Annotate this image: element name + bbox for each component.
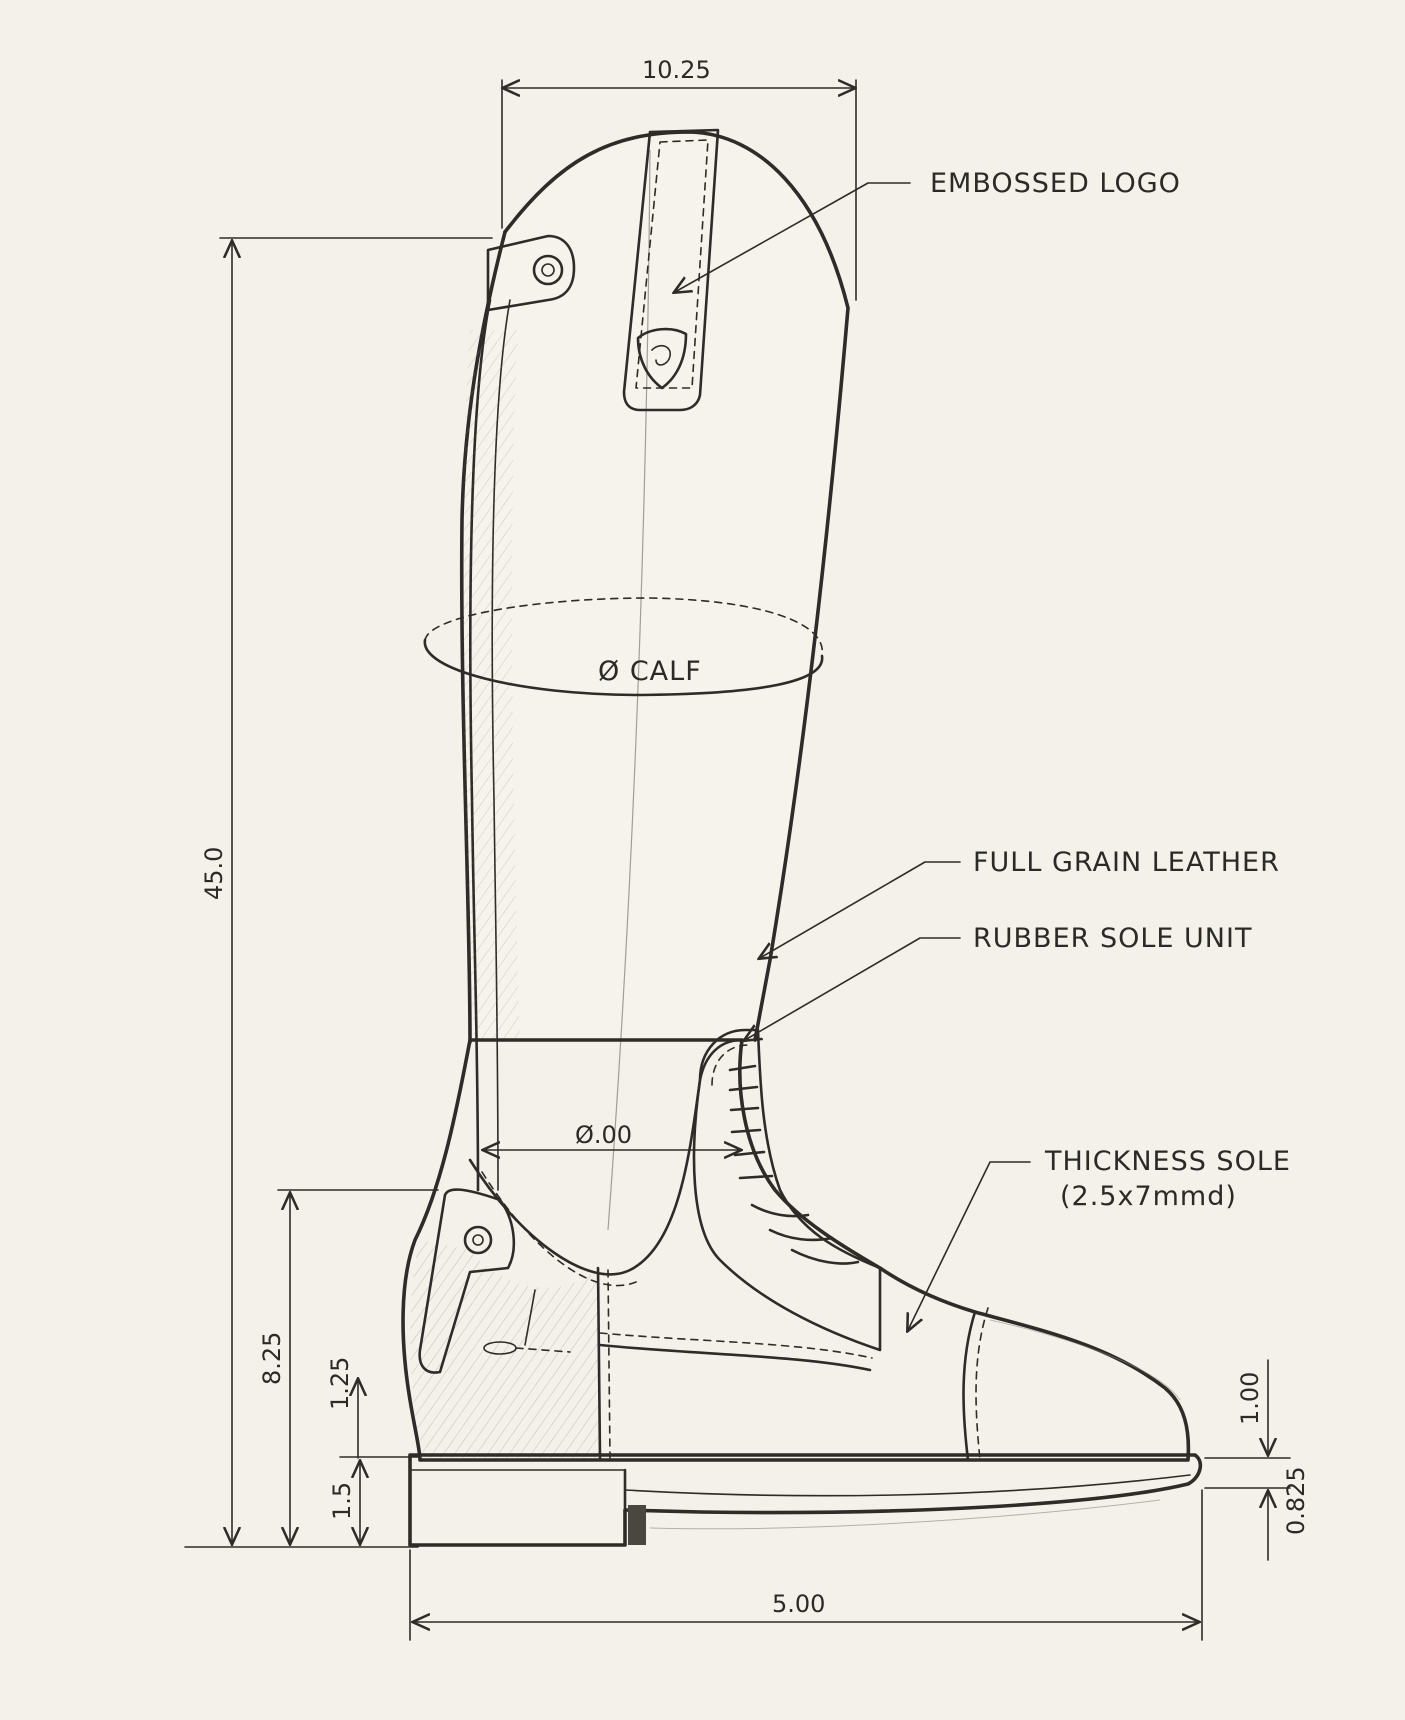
callout-thickness-sole: THICKNESS SOLE — [1044, 1146, 1291, 1177]
laces — [728, 1064, 860, 1265]
dimension-counter-height: 1.25 — [326, 1357, 354, 1410]
logo-strap — [622, 128, 720, 412]
boot-shaft — [459, 130, 850, 1231]
sole-unit — [408, 1453, 1203, 1547]
calf-circumference-marker: Ø CALF — [423, 597, 824, 697]
embossed-logo-icon — [636, 327, 688, 390]
callout-embossed-logo: EMBOSSED LOGO — [930, 168, 1181, 199]
dimension-lines — [184, 80, 1291, 1641]
calf-label: Ø CALF — [598, 656, 702, 687]
rear-ankle-tab — [418, 1188, 516, 1374]
callout-full-grain-leather: FULL GRAIN LEATHER — [973, 847, 1280, 878]
callout-thickness-sole-spec: (2.5x7mmd) — [1060, 1181, 1237, 1212]
dimension-top-width: 10.25 — [642, 56, 711, 84]
callout-rubber-sole-unit: RUBBER SOLE UNIT — [973, 923, 1252, 954]
ankle-width-label: Ø.00 — [575, 1121, 632, 1149]
boot-foot — [401, 1038, 1191, 1462]
callout-leaders — [484, 182, 1031, 1330]
dimension-heel-height: 1.5 — [328, 1482, 356, 1520]
dimension-ankle-height: 8.25 — [258, 1332, 286, 1385]
dimension-total-height: 45.0 — [200, 847, 228, 900]
dimension-sole-length: 5.00 — [772, 1590, 825, 1618]
dimension-sole-thickness: 0.825 — [1282, 1466, 1310, 1535]
dimension-toe-height: 1.00 — [1236, 1372, 1264, 1425]
top-button-tab — [486, 234, 576, 312]
lace-panel — [692, 1028, 882, 1352]
